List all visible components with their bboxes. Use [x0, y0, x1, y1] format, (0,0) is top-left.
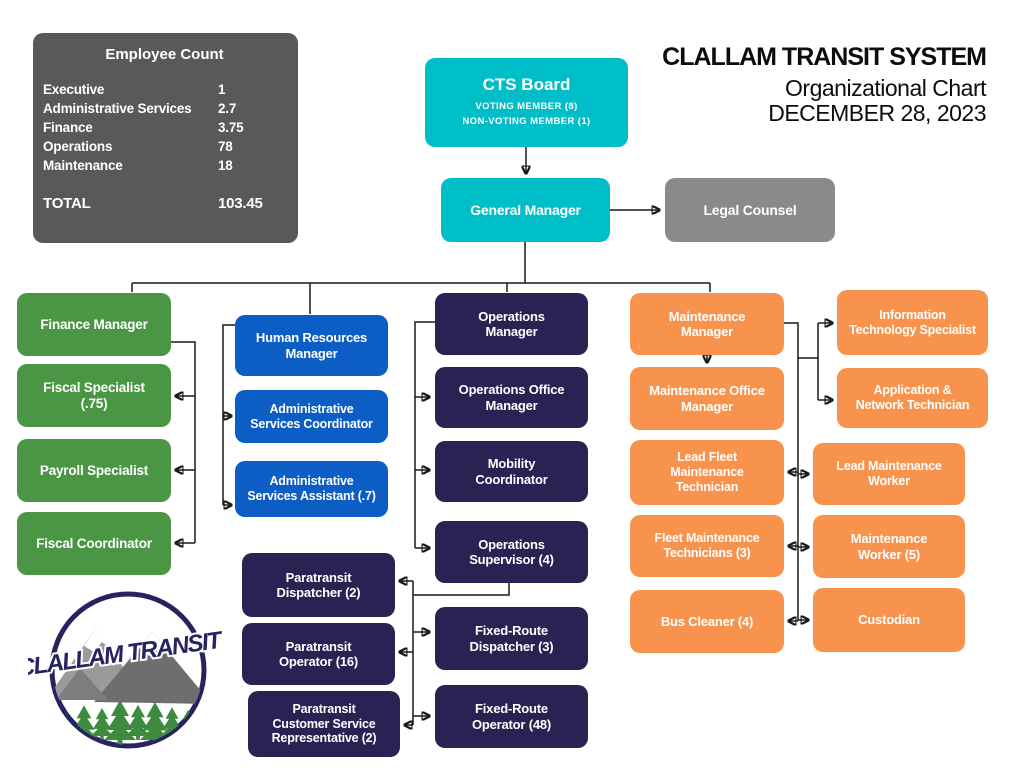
employee-count-row: Maintenance 18 — [43, 156, 286, 175]
node-operations-manager: Operations Manager — [435, 293, 588, 355]
node-custodian: Custodian — [813, 588, 965, 652]
chart-title-block: CLALLAM TRANSIT SYSTEM Organizational Ch… — [662, 43, 987, 126]
node-lead-fleet-maintenance-technician: Lead Fleet Maintenance Technician — [630, 440, 784, 505]
node-general-manager: General Manager — [441, 178, 610, 242]
node-paratransit-operator: Paratransit Operator (16) — [242, 623, 395, 685]
node-lead-maintenance-worker: Lead Maintenance Worker — [813, 443, 965, 505]
node-human-resources-manager: Human Resources Manager — [235, 315, 388, 376]
node-paratransit-dispatcher: Paratransit Dispatcher (2) — [242, 553, 395, 617]
node-fiscal-specialist: Fiscal Specialist (.75) — [17, 364, 171, 427]
clallam-transit-logo: CLALLAM TRANSIT — [28, 591, 228, 749]
node-application-network-technician: Application & Network Technician — [837, 368, 988, 428]
cts-board-title: CTS Board — [482, 75, 571, 95]
cts-board-voting: VOTING MEMBER (8) — [475, 101, 578, 113]
employee-count-row: Administrative Services 2.7 — [43, 99, 286, 118]
employee-count-value: 18 — [218, 158, 233, 173]
employee-count-total-value: 103.45 — [218, 195, 263, 212]
employee-count-total-row: TOTAL 103.45 — [43, 194, 286, 213]
employee-count-label: Finance — [43, 120, 93, 135]
mountains-icon — [53, 628, 203, 704]
node-administrative-services-assistant: Administrative Services Assistant (.7) — [235, 461, 388, 517]
node-fleet-maintenance-technicians: Fleet Maintenance Technicians (3) — [630, 515, 784, 577]
node-bus-cleaner: Bus Cleaner (4) — [630, 590, 784, 653]
employee-count-title: Employee Count — [105, 46, 224, 63]
node-fiscal-coordinator: Fiscal Coordinator — [17, 512, 171, 575]
node-maintenance-manager: Maintenance Manager — [630, 293, 784, 355]
chart-date: DECEMBER 28, 2023 — [768, 99, 986, 126]
employee-count-value: 3.75 — [218, 120, 244, 135]
employee-count-panel: Employee Count Executive 1 Administrativ… — [33, 33, 298, 243]
chart-subtitle: Organizational Chart — [785, 74, 986, 101]
node-mobility-coordinator: Mobility Coordinator — [435, 441, 588, 502]
node-information-technology-specialist: Information Technology Specialist — [837, 290, 988, 355]
employee-count-label: Operations — [43, 139, 113, 154]
employee-count-value: 1 — [218, 82, 226, 97]
node-operations-office-manager: Operations Office Manager — [435, 367, 588, 428]
employee-count-value: 2.7 — [218, 101, 237, 116]
node-maintenance-worker: Maintenance Worker (5) — [813, 515, 965, 578]
employee-count-total-label: TOTAL — [43, 195, 91, 212]
node-administrative-services-coordinator: Administrative Services Coordinator — [235, 390, 388, 443]
company-title: CLALLAM TRANSIT SYSTEM — [662, 43, 987, 71]
employee-count-value: 78 — [218, 139, 233, 154]
node-paratransit-customer-service-representative: Paratransit Customer Service Representat… — [248, 691, 400, 757]
employee-count-label: Executive — [43, 82, 105, 97]
node-cts-board: CTS Board VOTING MEMBER (8) NON-VOTING M… — [425, 58, 628, 147]
employee-count-label: Administrative Services — [43, 101, 192, 116]
employee-count-row: Executive 1 — [43, 80, 286, 99]
employee-count-row: Operations 78 — [43, 137, 286, 156]
node-finance-manager: Finance Manager — [17, 293, 171, 356]
node-fixed-route-operator: Fixed-Route Operator (48) — [435, 685, 588, 748]
cts-board-non-voting: NON-VOTING MEMBER (1) — [462, 116, 591, 127]
node-maintenance-office-manager: Maintenance Office Manager — [630, 367, 784, 430]
employee-count-label: Maintenance — [43, 158, 123, 173]
node-operations-supervisor: Operations Supervisor (4) — [435, 521, 588, 583]
employee-count-row: Finance 3.75 — [43, 118, 286, 137]
node-payroll-specialist: Payroll Specialist — [17, 439, 171, 502]
node-fixed-route-dispatcher: Fixed-Route Dispatcher (3) — [435, 607, 588, 670]
node-legal-counsel: Legal Counsel — [665, 178, 835, 242]
